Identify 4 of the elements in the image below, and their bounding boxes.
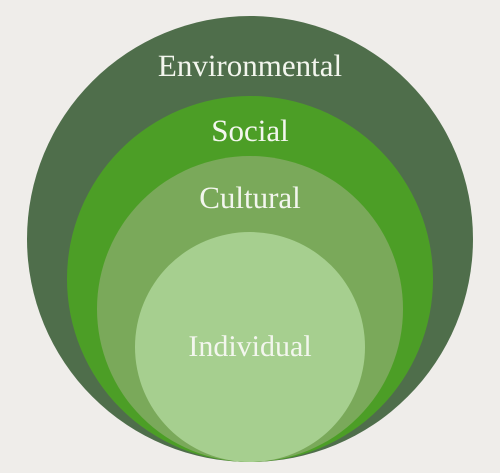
layer-label: Environmental <box>158 50 342 80</box>
layer-label: Social <box>211 114 289 146</box>
layer-label: Cultural <box>199 182 301 212</box>
layer-label: Individual <box>188 332 312 362</box>
